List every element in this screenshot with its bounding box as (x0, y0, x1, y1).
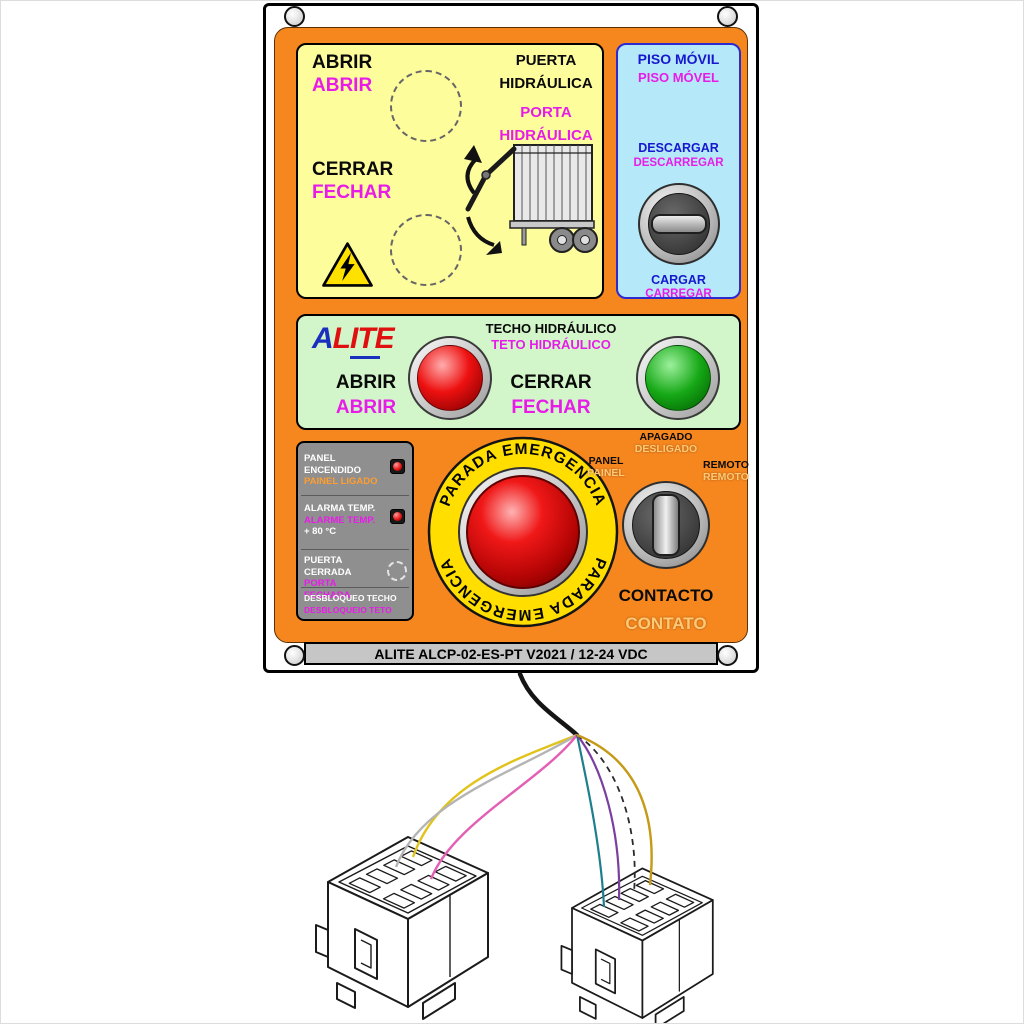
indicator-unlock-es: DESBLOQUEO TECHO (304, 593, 397, 603)
connector-left (315, 836, 489, 1020)
wire-yellow-left (411, 733, 578, 858)
wire-gray (394, 733, 578, 868)
indicator-temp-threshold: + 80 °C (304, 526, 337, 537)
floor-unload-label-es: DESCARGAR (638, 141, 719, 155)
selector-panel-es: PANEL (588, 455, 624, 467)
door-close-label-es: CERRAR (312, 159, 394, 180)
floor-switch-handle[interactable] (651, 214, 707, 234)
indicator-power-pt: PAINEL LIGADO (304, 476, 378, 487)
selector-remote-pt: REMOTO (703, 470, 749, 483)
power-led (390, 459, 405, 474)
floor-load-label-es: CARGAR (651, 273, 706, 287)
roof-open-label-es: ABRIR (335, 372, 397, 393)
selector-off-label: APAGADO DESLIGADO (606, 431, 726, 456)
indicator-temp-pt: ALARME TEMP. (304, 514, 376, 526)
door-title-es-2: HIDRÁULICA (499, 75, 593, 92)
roof-title-pt: TETO HIDRÁULICO (491, 337, 611, 352)
emergency-stop: PARADA EMERGENCIA PARADA EMERGENCIA (427, 436, 619, 628)
selector-panel-pt: PAINEL (587, 466, 625, 479)
selector-panel-label: PANEL PAINEL (566, 455, 646, 480)
indicator-divider (301, 587, 409, 588)
door-close-button-placeholder (390, 214, 462, 286)
emergency-stop-button[interactable] (458, 467, 588, 597)
roof-open-button-face[interactable] (417, 345, 483, 411)
power-mode-selector[interactable] (622, 481, 710, 569)
door-title-pt-1: PORTA (520, 104, 572, 121)
logo-rest: LITE (332, 322, 395, 355)
roof-close-button[interactable] (636, 336, 720, 420)
door-title-pt-2: HIDRÁULICA (499, 127, 593, 144)
indicator-door-closed: PUERTA CERRADA PORTA FECHADA (304, 555, 384, 601)
control-panel: ABRIR ABRIR CERRAR FECHAR PUERTA HIDRÁUL… (263, 3, 759, 673)
indicator-power-es: PANEL ENCENDIDO (304, 453, 362, 476)
roof-section: ALITE TECHO HIDRÁULICO TETO HIDRÁULICO A… (296, 314, 741, 430)
wire-teal (575, 734, 606, 908)
selector-title-pt: CONTATO (625, 614, 707, 633)
selector-off-pt: DESLIGADO (634, 442, 698, 455)
connector-right (560, 867, 714, 1023)
moving-floor-section: PISO MÓVIL PISO MÓVEL DESCARGAR DESCARRE… (616, 43, 741, 300)
indicator-power: PANEL ENCENDIDO PAINEL LIGADO (304, 453, 384, 488)
roof-title-es: TECHO HIDRÁULICO (485, 321, 617, 336)
model-label: ALITE ALCP-02-ES-PT V2021 / 12-24 VDC (374, 645, 648, 662)
door-close-label-pt: FECHAR (312, 182, 392, 203)
panel-faceplate: ABRIR ABRIR CERRAR FECHAR PUERTA HIDRÁUL… (274, 27, 749, 643)
logo-letter-a: A (312, 322, 334, 355)
roof-close-button-face[interactable] (645, 345, 711, 411)
model-label-bar: ALITE ALCP-02-ES-PT V2021 / 12-24 VDC (304, 642, 718, 665)
wire-black-dashed (576, 734, 636, 893)
selector-title-es: CONTACTO (618, 586, 714, 605)
screw (717, 645, 738, 666)
floor-unload-label-pt: DESCARREGAR (633, 157, 724, 169)
indicator-panel: PANEL ENCENDIDO PAINEL LIGADO ALARMA TEM… (296, 441, 414, 621)
indicator-temp-alarm: ALARMA TEMP. ALARME TEMP. + 80 °C (304, 503, 384, 538)
selector-off-es: APAGADO (639, 431, 693, 443)
indicator-temp-es: ALARMA TEMP. (304, 503, 376, 514)
trailer-diagram-icon (464, 144, 598, 255)
screw (284, 645, 305, 666)
door-title-es-1: PUERTA (515, 52, 577, 69)
indicator-divider (301, 549, 409, 550)
floor-title-es: PISO MÓVIL (637, 51, 720, 67)
warning-icon (322, 242, 373, 287)
logo-underline (350, 356, 380, 359)
roof-close-label-es: CERRAR (510, 372, 592, 393)
roof-title: TECHO HIDRÁULICO TETO HIDRÁULICO (447, 321, 655, 353)
indicator-divider (301, 495, 409, 496)
floor-load-label-pt: CARREGAR (645, 288, 712, 300)
roof-open-button[interactable] (408, 336, 492, 420)
selector-remote-label: REMOTO REMOTO (686, 459, 766, 484)
indicator-roof-unlock: DESBLOQUEO TECHO DESBLOQUEIO TETO (304, 593, 408, 616)
temp-alarm-led (390, 509, 405, 524)
indicator-door-pt: PORTA FECHADA (304, 578, 351, 601)
power-mode-selector-handle[interactable] (652, 494, 680, 556)
door-section: ABRIR ABRIR CERRAR FECHAR PUERTA HIDRÁUL… (296, 43, 604, 299)
door-open-label-es: ABRIR (312, 52, 373, 73)
floor-direction-switch[interactable] (638, 183, 720, 265)
indicator-unlock-pt: DESBLOQUEIO TETO (304, 604, 392, 615)
roof-open-label-pt: ABRIR (335, 397, 397, 418)
alite-logo: ALITE (312, 322, 395, 356)
door-closed-led-placeholder (387, 561, 407, 581)
door-title: PUERTA HIDRÁULICA PORTA HIDRÁULICA (476, 49, 616, 147)
wire-pink (429, 734, 578, 880)
screw (717, 6, 738, 27)
screw (284, 6, 305, 27)
floor-title-pt: PISO MÓVEL (638, 70, 719, 85)
wire-yellow-right (576, 733, 653, 886)
wire-purple (576, 734, 621, 901)
door-open-label-pt: ABRIR (312, 75, 373, 96)
panel-cable (517, 671, 580, 738)
selector-remote-es: REMOTO (703, 459, 749, 471)
roof-close-label-pt: FECHAR (511, 397, 591, 418)
indicator-door-es: PUERTA CERRADA (304, 555, 352, 578)
door-open-button-placeholder (390, 70, 462, 142)
